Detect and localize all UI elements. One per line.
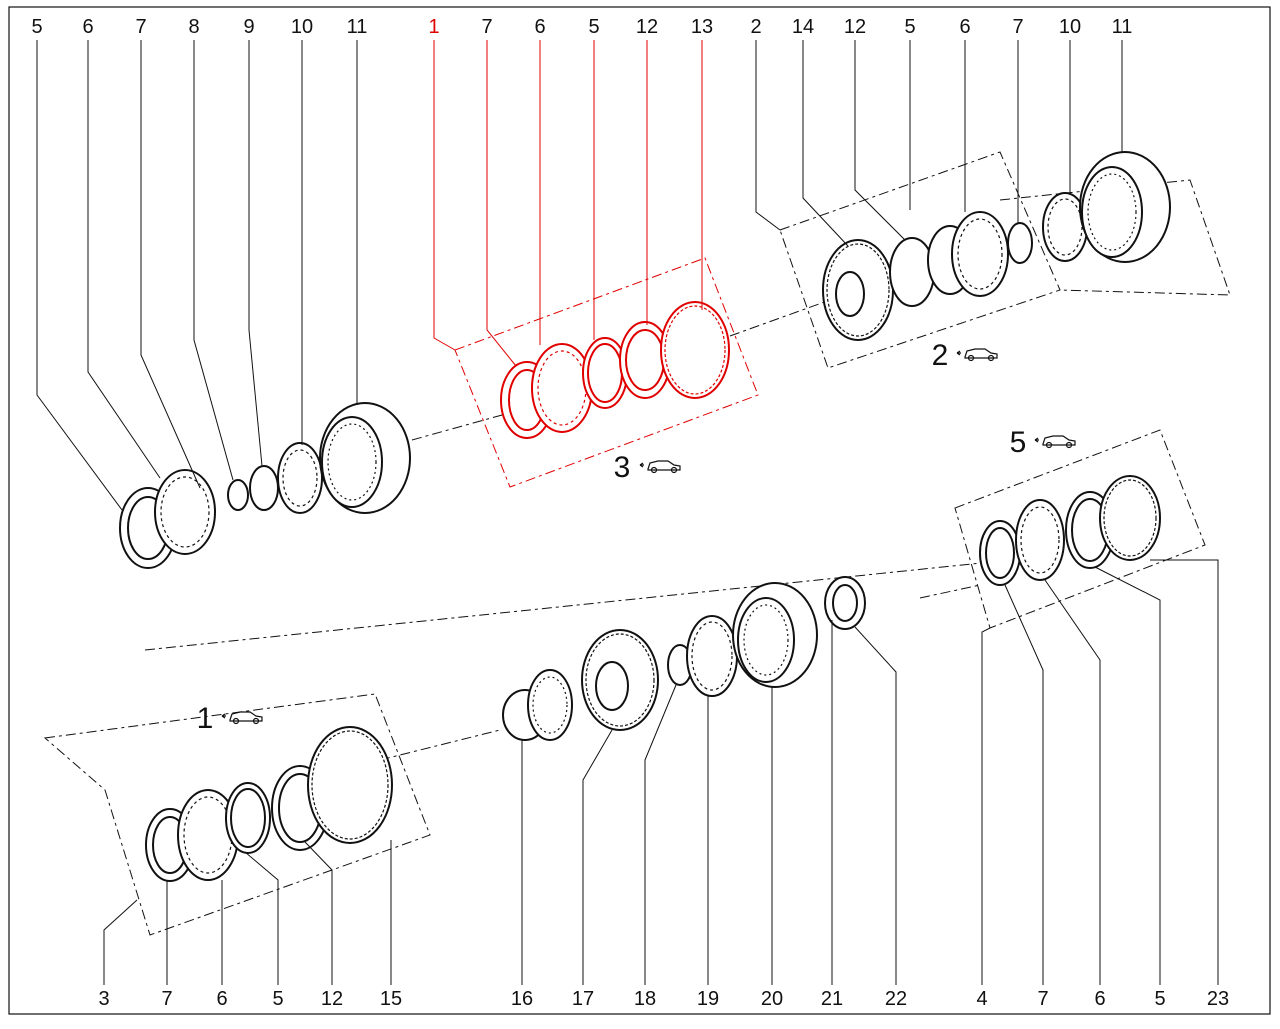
group-label-2: 2 xyxy=(932,339,998,372)
part-label: 7 xyxy=(135,16,146,38)
part-label: 5 xyxy=(272,988,283,1010)
axis-line xyxy=(144,559,1011,651)
highlighted-assembly xyxy=(500,301,730,439)
part-label: 6 xyxy=(216,988,227,1010)
car-arrow-icon xyxy=(956,348,998,362)
part-label: 5 xyxy=(904,16,915,38)
part-label: 16 xyxy=(511,988,533,1010)
upper-right-assembly xyxy=(822,151,1171,341)
axis-line xyxy=(379,729,501,761)
group-label-3: 3 xyxy=(614,451,681,484)
group-box-2 xyxy=(779,151,1061,369)
part-label: 10 xyxy=(1059,16,1081,38)
leader-line xyxy=(103,899,138,985)
part-label: 18 xyxy=(634,988,656,1010)
part-label: 2 xyxy=(750,16,761,38)
leader-line xyxy=(755,40,781,231)
part-label: 12 xyxy=(636,16,658,38)
part-label: 19 xyxy=(697,988,719,1010)
car-arrow-icon xyxy=(221,711,263,725)
part-label: 6 xyxy=(82,16,93,38)
part-label: 13 xyxy=(691,16,713,38)
part-label: 17 xyxy=(572,988,594,1010)
bottom-label-row: 3 7 6 5 12 15 16 17 18 19 20 21 22 4 7 6… xyxy=(98,988,1229,1010)
top-label-row: 5 6 7 8 9 10 11 1 7 6 5 12 13 2 14 12 5 … xyxy=(31,16,1132,38)
right-middle-assembly xyxy=(979,475,1161,586)
diagram-frame xyxy=(8,6,1271,1015)
part-label-highlighted: 1 xyxy=(428,16,439,38)
part-label: 6 xyxy=(534,16,545,38)
part-label: 20 xyxy=(761,988,783,1010)
group-box-3 xyxy=(454,257,759,488)
part-label: 4 xyxy=(976,988,987,1010)
lower-left-assembly xyxy=(145,726,393,882)
part-label: 5 xyxy=(588,16,599,38)
leader-line xyxy=(87,40,161,479)
part-label: 5 xyxy=(31,16,42,38)
group-box-1 xyxy=(43,693,431,936)
leader-line xyxy=(1094,566,1161,985)
leader-line xyxy=(433,40,456,351)
part-label: 6 xyxy=(1094,988,1105,1010)
part-label: 7 xyxy=(1012,16,1023,38)
group-number: 3 xyxy=(614,451,631,484)
leader-line xyxy=(1150,559,1219,985)
leader-line xyxy=(1004,584,1044,985)
group-number: 1 xyxy=(197,702,214,735)
axis-line xyxy=(919,584,981,599)
group-number: 2 xyxy=(932,339,949,372)
part-label: 11 xyxy=(347,16,368,38)
part-label: 14 xyxy=(792,16,814,38)
leader-line xyxy=(582,729,613,985)
leader-line xyxy=(644,684,677,985)
upper-left-assembly xyxy=(119,402,411,569)
leader-line xyxy=(193,40,234,481)
leader-line xyxy=(304,841,333,985)
car-arrow-icon xyxy=(639,460,681,474)
leader-line xyxy=(802,40,849,247)
part-label: 8 xyxy=(188,16,199,38)
part-label: 22 xyxy=(885,988,907,1010)
group-box-5 xyxy=(954,429,1206,629)
lower-middle-assembly xyxy=(502,576,866,741)
group-number: 5 xyxy=(1010,426,1027,459)
part-label: 6 xyxy=(959,16,970,38)
part-label: 15 xyxy=(380,988,402,1010)
group-label-1: 1 xyxy=(197,702,263,735)
part-label: 7 xyxy=(161,988,172,1010)
leader-line xyxy=(36,40,123,511)
leader-line xyxy=(486,40,517,367)
part-label: 11 xyxy=(1112,16,1133,38)
part-label: 10 xyxy=(291,16,313,38)
axis-line xyxy=(729,299,831,337)
car-arrow-icon xyxy=(1034,435,1076,449)
leader-line xyxy=(140,40,201,489)
part-label: 3 xyxy=(98,988,109,1010)
leader-line xyxy=(854,626,897,985)
part-label: 7 xyxy=(1037,988,1048,1010)
part-label: 9 xyxy=(243,16,254,38)
part-label: 23 xyxy=(1207,988,1229,1010)
part-label: 5 xyxy=(1154,988,1165,1010)
leader-line xyxy=(1044,579,1101,985)
leader-line xyxy=(244,851,279,985)
part-label: 21 xyxy=(821,988,843,1010)
part-label: 12 xyxy=(844,16,866,38)
group-label-5: 5 xyxy=(1010,426,1076,459)
leader-line xyxy=(248,40,263,467)
leader-line xyxy=(854,40,906,241)
part-label: 12 xyxy=(321,988,343,1010)
leader-line xyxy=(981,627,991,985)
part-label: 7 xyxy=(481,16,492,38)
